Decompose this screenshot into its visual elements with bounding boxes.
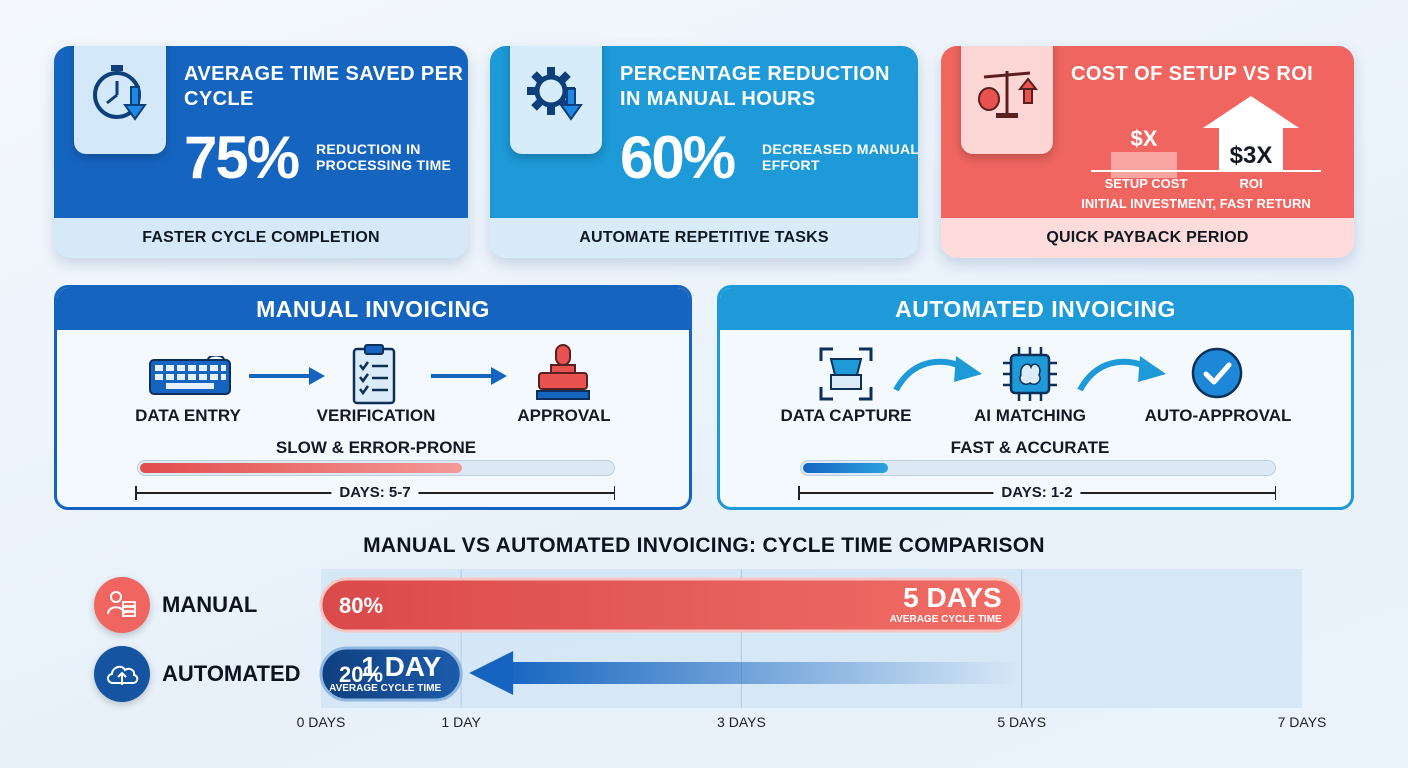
card-title: PERCENTAGE REDUCTION IN MANUAL HOURS [620, 63, 890, 110]
x-tick-label: 7 DAYS [1278, 714, 1327, 730]
bar-manual [319, 577, 1024, 633]
bar-sublabel: AVERAGE CYCLE TIME [329, 683, 441, 694]
card-footer: AUTOMATE REPETITIVE TASKS [579, 229, 829, 246]
stamp-icon [535, 342, 591, 406]
panel-title: AUTOMATED INVOICING [720, 288, 1351, 330]
setup-cost-bar [1111, 152, 1177, 178]
automated-invoicing-panel: AUTOMATED INVOICING [717, 285, 1354, 510]
x-tick-label: 3 DAYS [717, 714, 766, 730]
worker-docs-icon [94, 577, 150, 633]
bar-percent-label: 80% [339, 593, 383, 618]
keyboard-icon [145, 354, 235, 398]
auto-progress-track [800, 460, 1276, 476]
card-time-saved: AVERAGE TIME SAVED PER CYCLE 75% REDUCTI… [54, 46, 468, 258]
auto-days-range: DAYS: 1-2 [798, 484, 1276, 501]
bar-percent-label: 20% [339, 662, 383, 687]
card-metric: 75% [184, 124, 300, 191]
roi-label: ROI [1239, 176, 1263, 191]
reduction-arrow-head [469, 651, 514, 695]
setup-cost-value: $X [1130, 126, 1158, 151]
manual-invoicing-panel: MANUAL INVOICING [54, 285, 692, 510]
bar-automated [319, 646, 463, 702]
panel-tag: SLOW & ERROR-PRONE [275, 438, 477, 457]
gear-down-icon [510, 46, 602, 154]
check-circle-icon [1190, 346, 1244, 400]
curved-arrow-icon [893, 356, 982, 392]
arrow-right-icon [249, 367, 325, 385]
row-label-manual: MANUAL [162, 592, 258, 617]
bar-value-label: 5 DAYS [903, 582, 1002, 613]
panel-tag: FAST & ACCURATE [950, 438, 1110, 457]
ai-chip-icon [1000, 344, 1060, 404]
reduction-arrow-shaft [501, 662, 1018, 684]
roi-house-arrow [1203, 96, 1299, 172]
arrow-right-icon [431, 367, 507, 385]
clipboard-checklist-icon [349, 342, 399, 406]
card-metric-desc: DECREASED MANUAL EFFORT [762, 141, 918, 173]
roi-note: INITIAL INVESTMENT, FAST RETURN [1081, 196, 1311, 211]
scanner-icon [816, 344, 876, 404]
roi-baseline [1091, 170, 1321, 172]
days-label: DAYS: 1-2 [993, 484, 1081, 501]
card-metric: 60% [620, 124, 736, 191]
x-tick-label: 5 DAYS [997, 714, 1046, 730]
step-label-ai-matching: AI MATCHING [973, 406, 1087, 425]
manual-days-range: DAYS: 5-7 [135, 484, 615, 501]
roi-value: $3X [1229, 142, 1273, 169]
card-footer: QUICK PAYBACK PERIOD [1046, 229, 1249, 246]
manual-progress-fill [140, 463, 463, 473]
row-label-automated: AUTOMATED [162, 661, 301, 686]
step-label-data-entry: DATA ENTRY [135, 406, 241, 425]
panel-title: MANUAL INVOICING [57, 288, 689, 330]
card-manual-hours: PERCENTAGE REDUCTION IN MANUAL HOURS 60%… [490, 46, 918, 258]
step-label-data-capture: DATA CAPTURE [780, 406, 912, 425]
card-title: COST OF SETUP VS ROI [1071, 63, 1314, 85]
manual-progress-track [137, 460, 615, 476]
chart-title: MANUAL VS AUTOMATED INVOICING: CYCLE TIM… [363, 534, 1045, 557]
card-footer: FASTER CYCLE COMPLETION [142, 229, 380, 246]
step-label-verification: VERIFICATION [316, 406, 436, 425]
step-label-auto-approval: AUTO-APPROVAL [1144, 406, 1292, 425]
card-title: AVERAGE TIME SAVED PER CYCLE [184, 63, 464, 110]
bar-sublabel: AVERAGE CYCLE TIME [890, 614, 1002, 625]
cloud-upload-icon [94, 646, 150, 702]
auto-progress-fill [803, 463, 888, 473]
bar-value-label: 1 DAY [361, 651, 441, 682]
balance-scale-icon [961, 46, 1053, 154]
x-tick-label: 1 DAY [441, 714, 481, 730]
x-tick-label: 0 DAYS [297, 714, 346, 730]
stopwatch-down-icon [74, 46, 166, 154]
setup-cost-label: SETUP COST [1104, 176, 1188, 191]
curved-arrow-icon [1077, 356, 1166, 392]
days-label: DAYS: 5-7 [331, 484, 419, 501]
card-roi: COST OF SETUP VS ROI $X $3X SETUP COST R… [941, 46, 1354, 258]
card-metric-desc: REDUCTION IN PROCESSING TIME [316, 141, 452, 173]
step-label-approval: APPROVAL [517, 406, 611, 425]
